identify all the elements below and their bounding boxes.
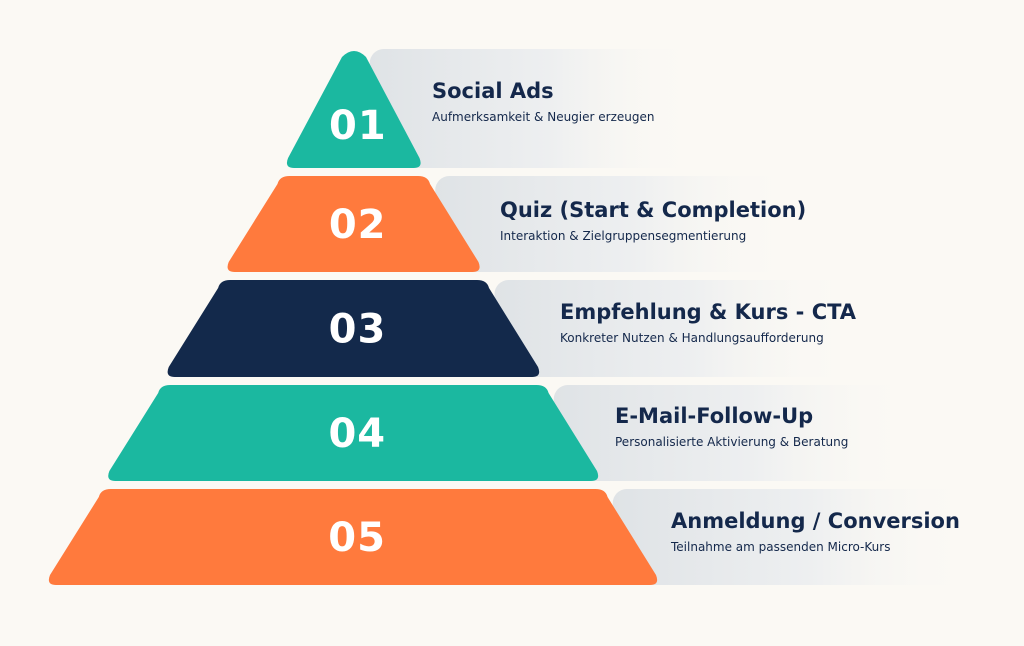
- level-4-text-panel: [553, 385, 914, 481]
- level-3-text: Empfehlung & Kurs - CTA Konkreter Nutzen…: [560, 299, 856, 346]
- level-3-title: Empfehlung & Kurs - CTA: [560, 300, 857, 324]
- level-4-text: E-Mail-Follow-Up Personalisierte Aktivie…: [615, 403, 848, 450]
- level-4-subtitle: Personalisierte Aktivierung & Beratung: [615, 435, 849, 449]
- level-5-subtitle: Teilnahme am passenden Micro-Kurs: [671, 540, 891, 554]
- level-1-subtitle: Aufmerksamkeit & Neugier erzeugen: [432, 110, 655, 124]
- level-2-text-panel: [435, 176, 796, 272]
- level-1-text-panel: [369, 49, 700, 168]
- level-5-number: 05: [328, 515, 386, 561]
- level-1-tier: [286, 51, 421, 168]
- level-1-title: Social Ads: [432, 79, 554, 103]
- level-1-text: Social Ads Aufmerksamkeit & Neugier erze…: [432, 78, 654, 125]
- level-3-text-panel: [494, 280, 855, 377]
- level-2-subtitle: Interaktion & Zielgruppensegmentierung: [500, 229, 747, 243]
- level-2-text: Quiz (Start & Completion) Interaktion & …: [500, 197, 806, 244]
- level-4-tier: [108, 385, 599, 481]
- level-2-title: Quiz (Start & Completion): [500, 198, 807, 222]
- level-5-text-panel: [612, 489, 973, 585]
- level-2-number: 02: [329, 202, 387, 248]
- level-3-tier: [167, 280, 540, 377]
- level-5-title: Anmeldung / Conversion: [671, 509, 960, 533]
- level-5-tier: [48, 489, 658, 585]
- level-3-number: 03: [329, 307, 387, 353]
- level-3-subtitle: Konkreter Nutzen & Handlungsaufforderung: [560, 331, 824, 345]
- level-4-title: E-Mail-Follow-Up: [615, 404, 814, 428]
- level-1-number: 01: [329, 103, 387, 149]
- level-2-tier: [227, 176, 480, 272]
- level-5-text: Anmeldung / Conversion Teilnahme am pass…: [671, 508, 960, 555]
- level-4-number: 04: [328, 411, 386, 457]
